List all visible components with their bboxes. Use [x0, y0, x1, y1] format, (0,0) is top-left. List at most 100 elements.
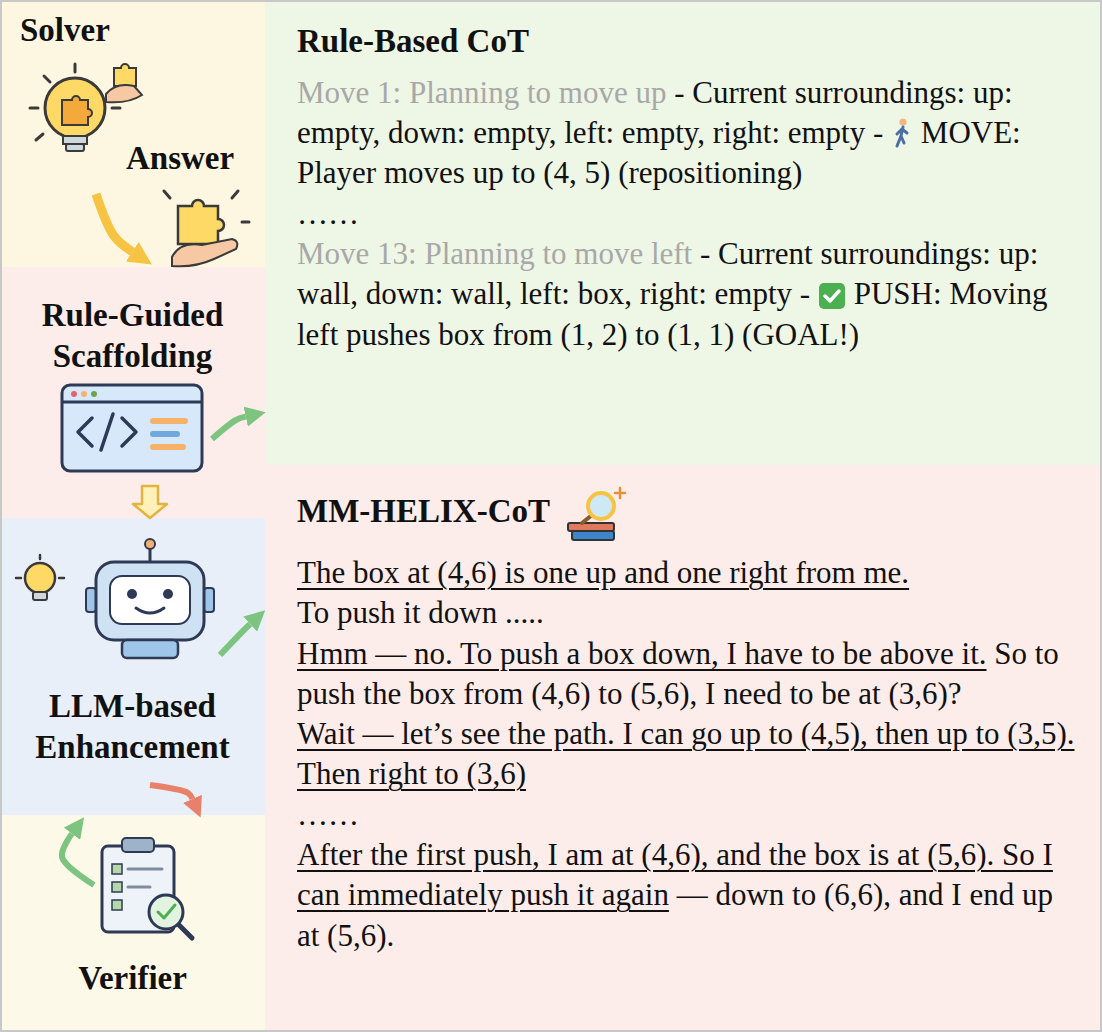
solver-icon [63, 136, 87, 144]
body-text: Hmm — no. To push a box down, I have to … [297, 636, 987, 671]
panel-title-row: MM-HELIX-CoT [297, 485, 1078, 543]
label-slot: Answer [126, 138, 234, 179]
book-magnifier-icon [572, 531, 614, 540]
idea-bulb-icon [59, 577, 64, 580]
paragraph: Move 13: Planning to move left - Current… [297, 234, 1078, 355]
book-magnifier-icon [615, 488, 625, 498]
arrow-connector [220, 624, 250, 655]
robot-icon [110, 576, 190, 624]
paragraph: After the first push, I am at (4,6), and… [297, 835, 1078, 956]
stage-band: Rule-Guided Scaffolding [0, 267, 265, 518]
stage-label: Solver [20, 10, 110, 51]
check-mark-emoji [825, 291, 839, 301]
body-text: The box at (4,6) is one up and one right… [297, 555, 909, 590]
code-window-icon [62, 385, 202, 471]
answer-icon [164, 191, 249, 222]
robot-icon [204, 588, 214, 612]
solver-icon [62, 96, 92, 125]
verifier-icon [122, 838, 154, 852]
arrow-connector [96, 194, 132, 252]
code-window-icon [78, 414, 136, 450]
solver-icon [45, 78, 105, 138]
paragraph: To push it down ..... [297, 593, 1078, 633]
solver-icon [30, 64, 142, 151]
check-mark-emoji [819, 283, 845, 309]
label-slot: Verifier [0, 958, 265, 999]
verifier-icon [128, 868, 162, 871]
solver-icon [36, 134, 43, 140]
robot-icon [86, 539, 214, 658]
idea-bulb-icon [33, 592, 47, 600]
verifier-icon [102, 846, 174, 932]
stage-band: Verifier [0, 815, 265, 1032]
stage-band: SolverAnswer [0, 0, 265, 267]
answer-icon [242, 221, 249, 224]
example-panel: Rule-Based CoT Move 1: Planning to move u… [265, 0, 1102, 465]
verifier-icon [112, 882, 122, 892]
walking-person-emoji [899, 119, 906, 126]
verifier-icon [128, 886, 150, 889]
paragraph: Wait — let’s see the path. I can go up t… [297, 714, 1078, 795]
check-mark-emoji [818, 282, 846, 310]
paragraph: …… [297, 795, 1078, 835]
book-magnifier-icon [568, 523, 614, 531]
walking-person-emoji [897, 127, 907, 146]
solver-icon [114, 64, 136, 86]
label-slot: Rule-Guided Scaffolding [0, 295, 265, 378]
idea-bulb-icon [25, 563, 55, 593]
code-window-icon [150, 418, 188, 424]
solver-icon [112, 107, 120, 110]
code-window-icon [71, 391, 77, 397]
label-slot: LLM-based Enhancement [0, 686, 265, 769]
book-magnifier-icon [588, 493, 614, 519]
idea-bulb-icon [16, 555, 64, 578]
robot-icon [145, 539, 155, 549]
stage-label: Verifier [14, 958, 251, 999]
paragraph: Hmm — no. To push a box down, I have to … [297, 634, 1078, 715]
panel-content: Rule-Based CoT Move 1: Planning to move u… [265, 0, 1102, 465]
answer-icon [178, 200, 224, 244]
solver-icon [30, 64, 120, 140]
verifier-icon [178, 924, 192, 938]
verifier-icon [158, 905, 175, 918]
solver-icon [44, 76, 50, 82]
robot-icon [127, 589, 137, 599]
arrow-connector [212, 417, 246, 439]
arrow-connector [150, 785, 193, 799]
code-window-icon [91, 391, 97, 397]
body-text: …… [297, 196, 359, 231]
code-window-icon [81, 391, 87, 397]
paragraph: …… [297, 194, 1078, 234]
stage-band: LLM-based Enhancement [0, 518, 265, 815]
stage-label: Rule-Guided Scaffolding [14, 295, 251, 378]
step-heading: Move 13: Planning to move left [297, 236, 692, 271]
answer-icon [172, 239, 237, 266]
robot-icon [86, 588, 96, 612]
panel-title: Rule-Based CoT [297, 23, 529, 59]
stage-label: LLM-based Enhancement [14, 686, 251, 769]
panel-title-row: Rule-Based CoT [297, 20, 1078, 63]
robot-icon [149, 547, 152, 562]
idea-bulb-icon [16, 577, 21, 580]
panel-content: MM-HELIX-CoT The box at (4,6) is one up a… [265, 465, 1102, 1032]
verifier-icon [112, 864, 122, 874]
robot-icon [163, 589, 173, 599]
answer-icon [164, 191, 249, 266]
solver-icon [74, 64, 77, 72]
robot-icon [122, 640, 178, 658]
arrow-connector [62, 834, 94, 885]
body-text: …… [297, 797, 359, 832]
body-text: To push it down ..... [297, 595, 544, 630]
body-text: Wait — let’s see the path. I can go up t… [297, 716, 1074, 791]
idea-bulb-icon [16, 555, 64, 600]
stage-label: Answer [126, 138, 234, 179]
answer-icon [232, 191, 238, 198]
robot-icon [96, 562, 204, 640]
step-heading: Move 1: Planning to move up [297, 75, 666, 110]
paragraph: Move 1: Planning to move up - Current su… [297, 73, 1078, 194]
robot-icon [136, 608, 164, 613]
answer-icon [164, 191, 170, 198]
label-slot: Solver [20, 10, 110, 51]
